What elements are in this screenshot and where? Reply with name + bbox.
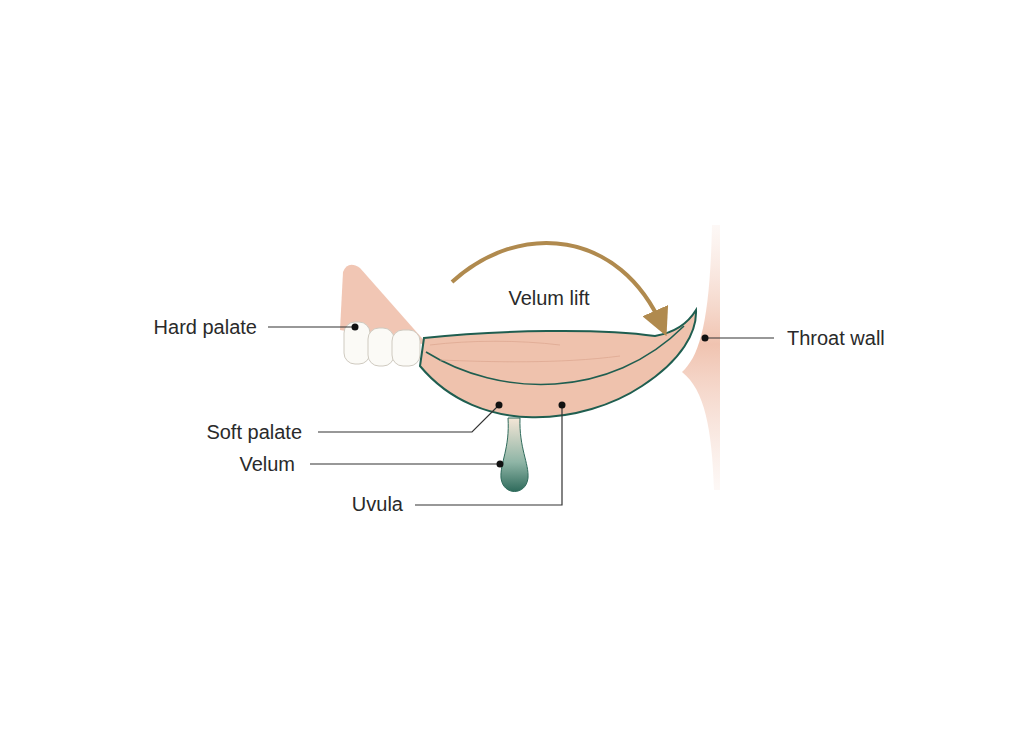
tooth: [344, 322, 370, 364]
leader-line: [318, 406, 498, 432]
tooth: [368, 328, 394, 366]
leader-line: [705, 337, 774, 338]
leader-dot: [496, 402, 503, 409]
leader-dot: [559, 402, 566, 409]
leader-line: [310, 463, 500, 464]
tooth: [392, 330, 420, 366]
leader-dot: [497, 461, 504, 468]
leader-line: [268, 326, 355, 327]
part-label: Hard palate: [154, 315, 257, 339]
lift-arrow: [452, 243, 662, 326]
uvula-shape: [501, 418, 528, 492]
part-label: Soft palate: [206, 420, 302, 444]
muscle-fiber: [440, 356, 620, 362]
throat-wall: [682, 225, 720, 490]
leader-line: [415, 406, 562, 505]
part-label: Velum: [239, 452, 295, 476]
part-label: Throat wall: [787, 326, 885, 350]
leader-dot: [352, 324, 359, 331]
part-label: Uvula: [352, 492, 403, 516]
palate-inner-line: [426, 326, 684, 384]
soft-palate: [420, 310, 696, 417]
leader-dot: [702, 335, 709, 342]
muscle-fiber: [430, 341, 560, 345]
part-label: Velum lift: [508, 286, 589, 310]
